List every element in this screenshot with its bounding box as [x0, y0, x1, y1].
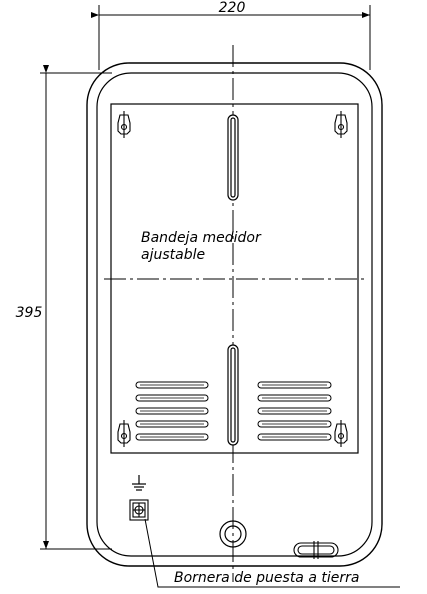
- vent-group-left: [135, 381, 209, 441]
- keyhole-mount-icon: [334, 420, 348, 447]
- vertical-slot-top: [227, 114, 239, 201]
- vent-slot-icon: [135, 394, 209, 402]
- ground-terminal-label: Bornera de puesta a tierra: [174, 570, 359, 586]
- width-dimension-label: 220: [219, 0, 246, 16]
- keyhole-mount-icon: [117, 420, 131, 447]
- tray-label-line1: Bandeja medidor: [141, 230, 262, 246]
- vertical-slot-bottom: [227, 344, 239, 446]
- center-lines: [104, 45, 364, 582]
- ground-terminal: [129, 499, 149, 521]
- keyhole-mount-icon: [117, 111, 131, 138]
- vent-slot-icon: [135, 407, 209, 415]
- vent-group-right: [257, 381, 332, 441]
- vent-slot-icon: [135, 433, 209, 441]
- height-dimension-label: 395: [16, 305, 43, 321]
- tray-label-line2: ajustable: [141, 247, 205, 263]
- cable-gland-icon: [219, 520, 247, 548]
- vent-slot-icon: [135, 420, 209, 428]
- ground-terminal-leader: [144, 518, 400, 588]
- height-dimension: [40, 65, 112, 550]
- vent-slot-icon: [257, 407, 332, 415]
- vent-slot-icon: [257, 420, 332, 428]
- vent-slot-icon: [257, 394, 332, 402]
- vent-slot-icon: [257, 381, 332, 389]
- keyhole-mount-icon: [334, 111, 348, 138]
- vent-slot-icon: [257, 433, 332, 441]
- ground-symbol-icon: [132, 475, 146, 491]
- width-dimension: [91, 5, 371, 70]
- vent-slot-icon: [135, 381, 209, 389]
- latch-handle: [293, 541, 339, 559]
